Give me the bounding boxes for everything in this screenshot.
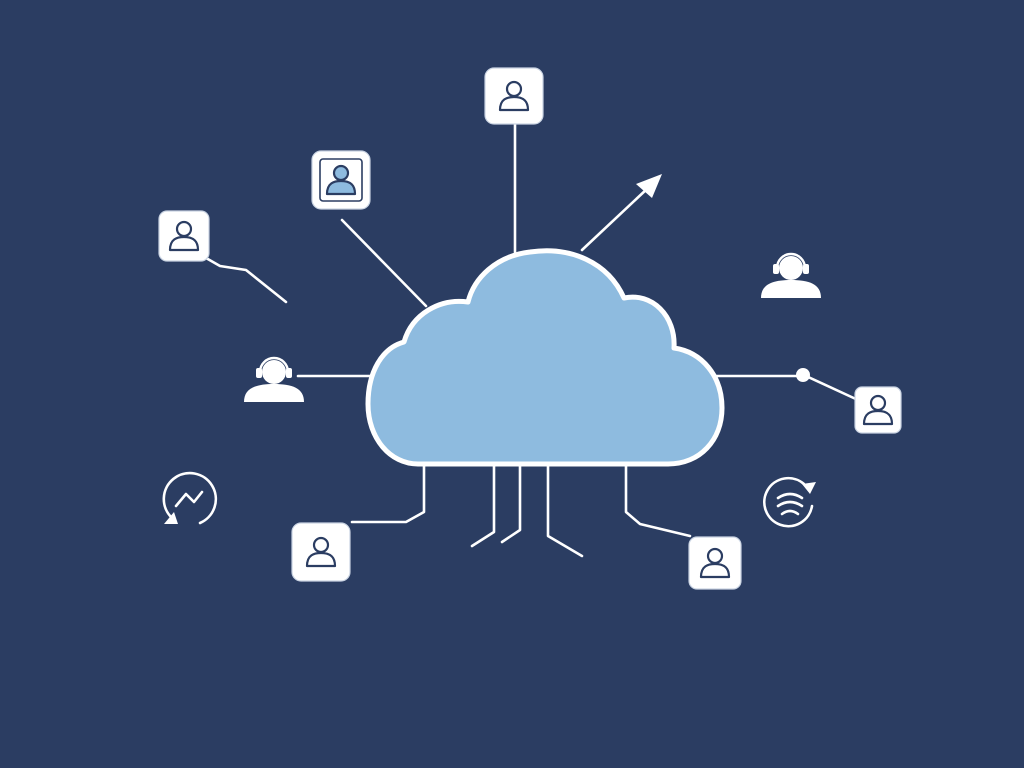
connector-lines bbox=[204, 120, 860, 558]
connector-highlighted-user bbox=[340, 218, 428, 308]
connector-bottom-1 bbox=[470, 464, 496, 548]
user-node-top[interactable] bbox=[484, 67, 544, 125]
trend-cycle-icon bbox=[162, 471, 218, 525]
connector-bottom-2 bbox=[500, 464, 522, 544]
user-node-right[interactable] bbox=[854, 386, 902, 434]
user-node-bottom-right[interactable] bbox=[688, 536, 742, 590]
user-node-left[interactable] bbox=[158, 210, 210, 262]
connector-bottom-3 bbox=[546, 464, 584, 558]
signal-cycle-icon bbox=[763, 476, 816, 528]
headset-user-icon bbox=[759, 252, 823, 300]
headset-user-node-right[interactable] bbox=[759, 252, 823, 300]
connector-arrow bbox=[580, 186, 650, 252]
connector-left-user bbox=[204, 256, 288, 304]
user-node-highlighted[interactable] bbox=[311, 150, 371, 210]
user-node-bottom-left[interactable] bbox=[291, 522, 351, 582]
cloud-icon bbox=[365, 248, 725, 467]
headset-user-node-left[interactable] bbox=[242, 356, 306, 404]
headset-user-icon bbox=[242, 356, 306, 404]
connector-right-user bbox=[804, 374, 860, 402]
connector-node-dot bbox=[796, 368, 810, 382]
connector-bottom-right-user bbox=[624, 464, 692, 538]
upward-arrow-icon bbox=[636, 174, 662, 198]
connector-bottom-left-user bbox=[350, 464, 426, 524]
